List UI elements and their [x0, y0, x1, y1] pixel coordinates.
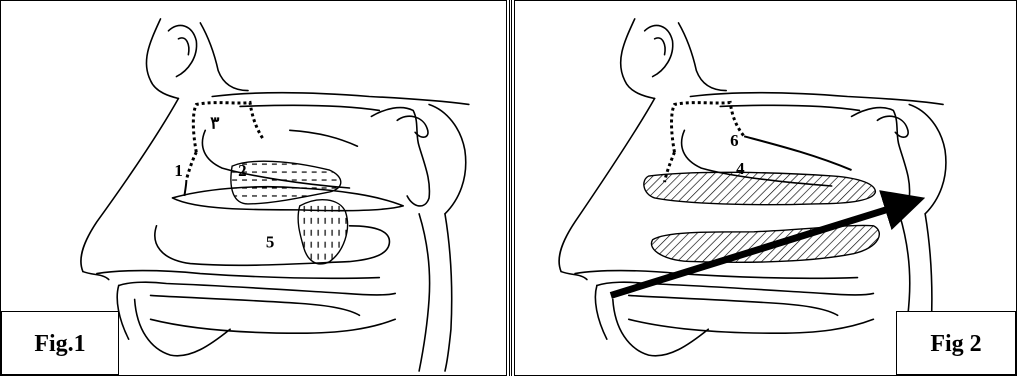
annotation-2: 2: [238, 161, 246, 180]
cribriform: [240, 105, 379, 110]
frontal-sinus-inner: [178, 38, 188, 55]
frontal-sinus-outer: [645, 25, 673, 76]
frontal-sinus-outer: [168, 25, 196, 76]
posterior-wall: [419, 214, 429, 371]
nasal-dorsum: [81, 98, 179, 271]
septal-line: [744, 136, 851, 170]
olfactory-dotted-lower: [186, 152, 196, 180]
region-5-dashed: [298, 200, 347, 264]
panel-divider: [509, 0, 512, 376]
annotation-6: 6: [730, 131, 738, 150]
palate-inner: [151, 295, 360, 315]
sella: [877, 116, 908, 137]
annotation-4: 4: [736, 159, 745, 178]
frontal-outline: [621, 19, 655, 99]
middle-turbinate-hatched: [644, 172, 876, 204]
annotation-5: 5: [266, 233, 274, 252]
figure-2-panel: 4 6 Fig 2: [514, 0, 1017, 376]
oral-floor: [629, 319, 874, 333]
nasal-dorsum: [559, 98, 655, 271]
clivus: [909, 104, 946, 213]
annotation-3: ٣: [210, 113, 219, 132]
annotation-1: 1: [174, 161, 182, 180]
sella: [397, 116, 428, 137]
frontal-outline: [146, 19, 178, 99]
cribriform: [720, 105, 859, 110]
palate-lower: [595, 285, 606, 339]
mouth-tooth: [135, 299, 230, 355]
frontal-sinus-inner: [655, 38, 665, 55]
upper-meatus-line: [290, 130, 358, 146]
figure-1-caption: Fig.1: [1, 311, 119, 375]
region-2-dashed: [231, 161, 341, 204]
palate-upper: [119, 282, 396, 295]
mouth-tooth: [613, 299, 708, 355]
sphenoid-outline: [371, 108, 429, 206]
figure-2-caption: Fig 2: [896, 311, 1016, 375]
clivus: [429, 104, 466, 213]
oral-floor: [151, 319, 396, 333]
hard-palate-top: [575, 271, 857, 279]
olfactory-dotted-outline: [193, 102, 264, 152]
figure-1-panel: 1 2 ٣ 5 Fig.1: [0, 0, 507, 376]
posterior-wall-2: [445, 214, 452, 371]
palate-inner: [629, 295, 838, 315]
anterior-nose-line: [184, 180, 186, 196]
forehead-line: [200, 23, 248, 91]
forehead-line: [678, 23, 726, 91]
hard-palate-top: [97, 271, 379, 279]
